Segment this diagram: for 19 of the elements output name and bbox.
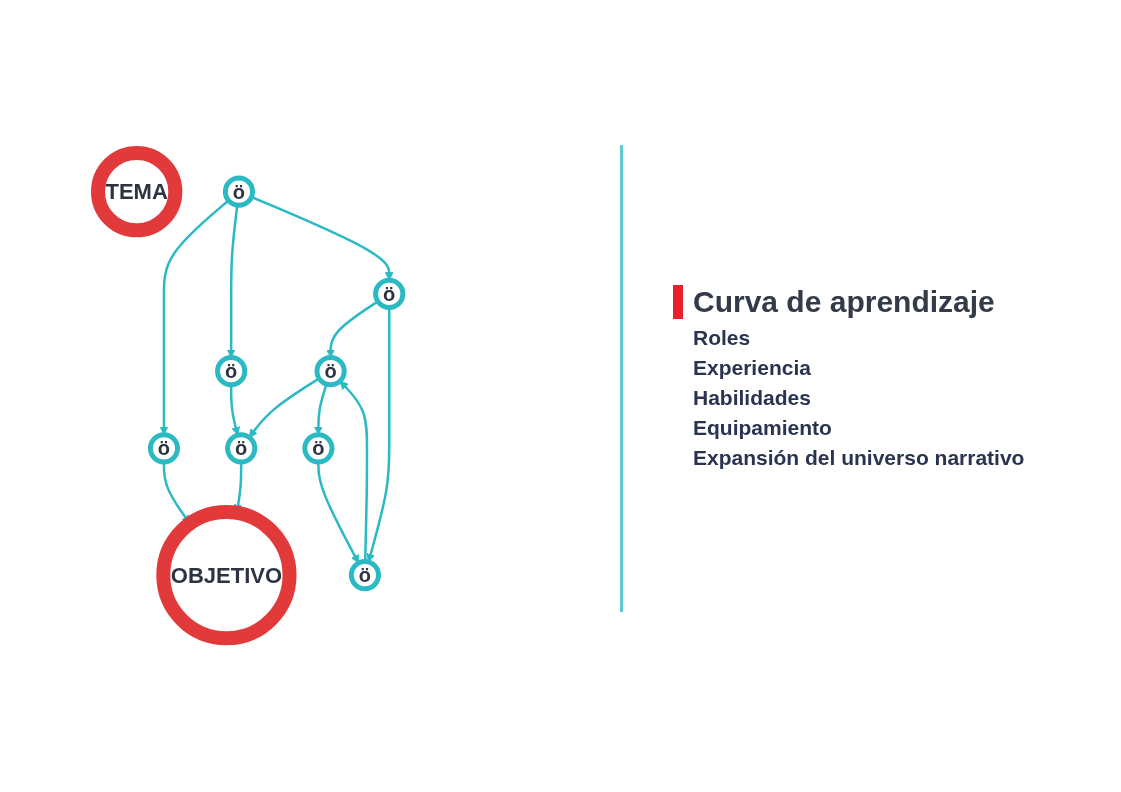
list-item: Equipamiento (693, 415, 833, 441)
arrow (339, 381, 368, 562)
arrow (248, 377, 320, 439)
arrow (229, 385, 240, 436)
list-item: Expansión del universo narrativo (693, 445, 1025, 471)
node-circle: ö (348, 559, 381, 592)
node-circle: ö (222, 175, 255, 209)
node-circle: ö (147, 432, 180, 465)
node-circle: ö (214, 355, 247, 388)
list-heading: Curva de aprendizaje (673, 285, 1025, 319)
node-circle: ö (301, 432, 335, 465)
list-item: Habilidades (693, 385, 812, 411)
node-circle: ö (224, 432, 257, 465)
list-item: Experiencia (693, 355, 812, 381)
node-circle: ö (314, 355, 347, 388)
node-circle: OBJETIVO (155, 505, 297, 646)
node-circle: TEMA (90, 146, 182, 238)
list-item: Roles (693, 325, 752, 351)
node-circle: ö (372, 278, 405, 311)
